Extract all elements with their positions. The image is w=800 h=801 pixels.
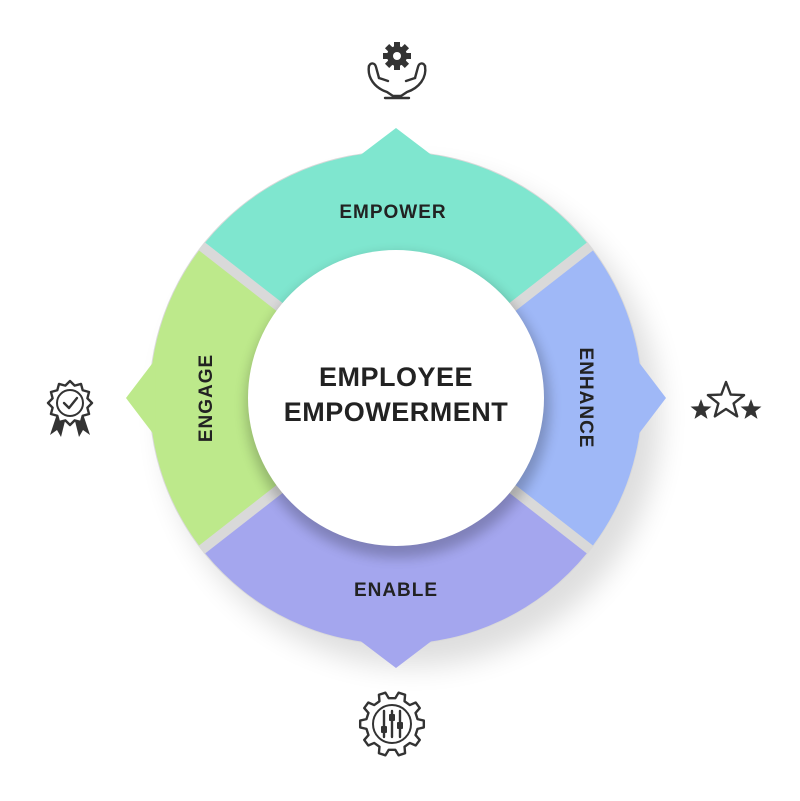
segment-label-engage: ENGAGE — [196, 354, 217, 442]
arrow-tip-top — [357, 128, 435, 158]
segment-enhance — [514, 250, 643, 546]
center-circle — [248, 250, 544, 546]
award-badge-check-icon — [46, 379, 94, 437]
segment-label-enhance: ENHANCE — [575, 348, 596, 449]
gear-with-sliders-icon — [358, 691, 426, 757]
center-title-line-1: EMPLOYEE — [319, 362, 473, 392]
arrow-tip-left — [126, 359, 156, 437]
arrow-tip-right — [636, 359, 666, 437]
segment-engage — [149, 250, 278, 546]
segment-empower — [205, 151, 587, 305]
three-stars-icon — [690, 380, 762, 419]
segment-enable — [205, 491, 587, 645]
center-title-line-2: EMPOWERMENT — [284, 397, 509, 427]
arrow-tip-bottom — [357, 638, 435, 668]
hands-holding-gear-icon — [367, 42, 427, 100]
segment-label-enable: ENABLE — [354, 580, 438, 601]
segment-label-empower: EMPOWER — [339, 202, 446, 223]
